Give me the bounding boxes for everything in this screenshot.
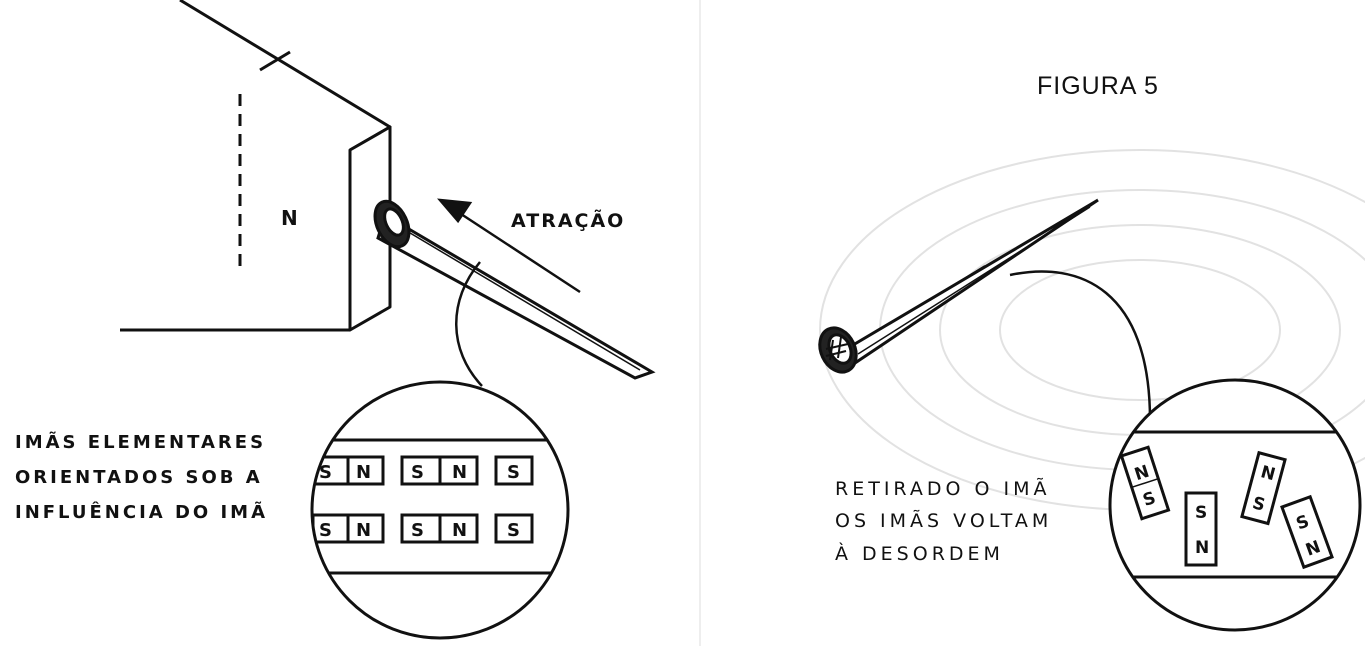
domain-label: N: [1132, 462, 1152, 485]
magnified-view-aligned: S N S N S S N S N S: [310, 380, 570, 640]
domain-label: N: [356, 520, 371, 541]
domain-label: S: [411, 520, 424, 541]
figure-title: FIGURA 5: [1037, 72, 1159, 100]
magnet-section-solid: [259, 50, 291, 72]
domain-label: S: [411, 462, 424, 483]
attraction-arrow: [437, 198, 581, 294]
nail-shank: [846, 198, 1099, 368]
domain-label: N: [356, 462, 371, 483]
caption-line: INFLUÊNCIA DO IMÃ: [15, 502, 269, 523]
caption-line: ORIENTADOS SOB A: [15, 467, 263, 488]
domain-label: N: [452, 520, 467, 541]
caption-line: IMÃS ELEMENTARES: [15, 432, 267, 453]
magnify-leader-line: [1009, 270, 1152, 421]
magnified-view-random: N S S N N S S N: [1108, 378, 1362, 632]
domain-label: S: [319, 520, 332, 541]
domain-label: S: [1195, 503, 1207, 523]
domain-label: N: [1258, 462, 1277, 485]
domain-label: S: [1141, 488, 1159, 511]
domain-label: N: [1303, 537, 1323, 561]
domain-label: N: [1195, 538, 1209, 558]
domain-label: S: [507, 462, 520, 483]
nail-shank: [376, 212, 656, 380]
domain-label: N: [452, 462, 467, 483]
domain-label: S: [1250, 493, 1267, 515]
domain-label: S: [319, 462, 332, 483]
magnet-pole-label: N: [281, 206, 298, 230]
domain-label: S: [507, 520, 520, 541]
caption-line: RETIRADO O IMÃ: [835, 478, 1051, 500]
attracted-nail: [373, 199, 656, 380]
free-nail: [818, 198, 1099, 374]
caption-line: À DESORDEM: [835, 543, 1004, 565]
caption-line: OS IMÃS VOLTAM: [835, 510, 1053, 532]
bar-magnet: N: [0, 0, 392, 332]
magnify-leader-line: [455, 261, 483, 387]
force-label: ATRAÇÃO: [511, 208, 625, 232]
